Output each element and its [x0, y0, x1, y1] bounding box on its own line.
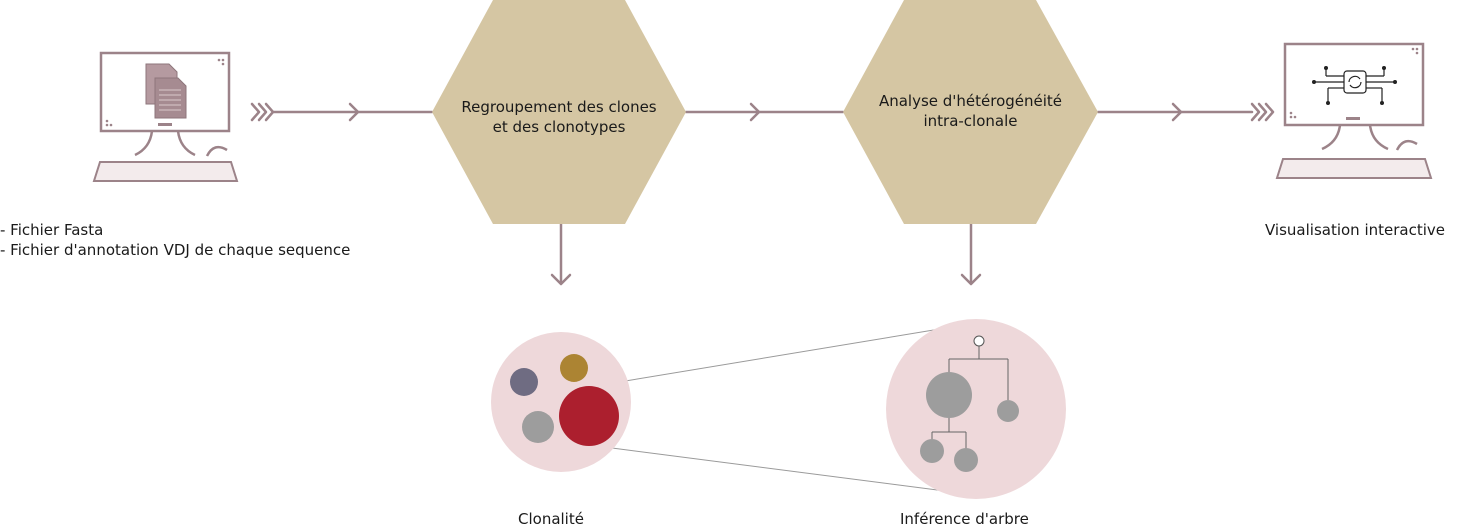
arrow-head-icon	[348, 102, 360, 122]
arrow-down-icon	[960, 273, 982, 286]
input-file-vdj: - Fichier d'annotation VDJ de chaque seq…	[0, 241, 351, 259]
zoom-line-bottom	[588, 444, 977, 496]
clone-slate	[510, 368, 538, 396]
phylogenetic-tree	[931, 335, 1009, 449]
chevron-triple-left-icon	[250, 102, 275, 122]
step-label-clustering: Regroupement des clones et des clonotype…	[432, 97, 686, 137]
tree-inference-label: Inférence d'arbre	[900, 510, 1029, 528]
step-hexagon-clustering	[432, 0, 686, 224]
input-files-label: - Fichier Fasta - Fichier d'annotation V…	[0, 220, 350, 260]
step-hexagon-heterogeneity	[843, 0, 1098, 224]
tree-node-large	[926, 372, 972, 418]
input-file-fasta: - Fichier Fasta	[0, 221, 104, 239]
step-label-heterogeneity: Analyse d'hétérogénéité intra-clonale	[843, 91, 1098, 131]
clone-gold	[560, 354, 588, 382]
output-label: Visualisation interactive	[1265, 221, 1445, 239]
step-label-line: Analyse d'hétérogénéité	[878, 92, 1063, 110]
step-label-line: intra-clonale	[923, 112, 1018, 130]
tree-circle	[886, 319, 1066, 499]
zoom-line-top	[588, 322, 977, 388]
step-label-line: et des clonotypes	[492, 118, 626, 136]
tree-node-leaf	[954, 448, 978, 472]
clone-red	[559, 386, 619, 446]
tree-node-leaf	[920, 439, 944, 463]
arrow-down-icon	[550, 273, 572, 286]
arrow-head-icon	[749, 102, 761, 122]
clonality-label: Clonalité	[518, 510, 584, 528]
clone-gray	[522, 411, 554, 443]
arrow-head-icon	[1171, 102, 1183, 122]
chevron-triple-right-icon	[1250, 102, 1275, 122]
chip-circuit-icon	[1312, 66, 1397, 105]
tree-node-leaf	[997, 400, 1019, 422]
document-files-icon	[145, 63, 187, 119]
output-computer-icon	[1275, 42, 1433, 179]
step-label-line: Regroupement des clones	[461, 98, 657, 116]
